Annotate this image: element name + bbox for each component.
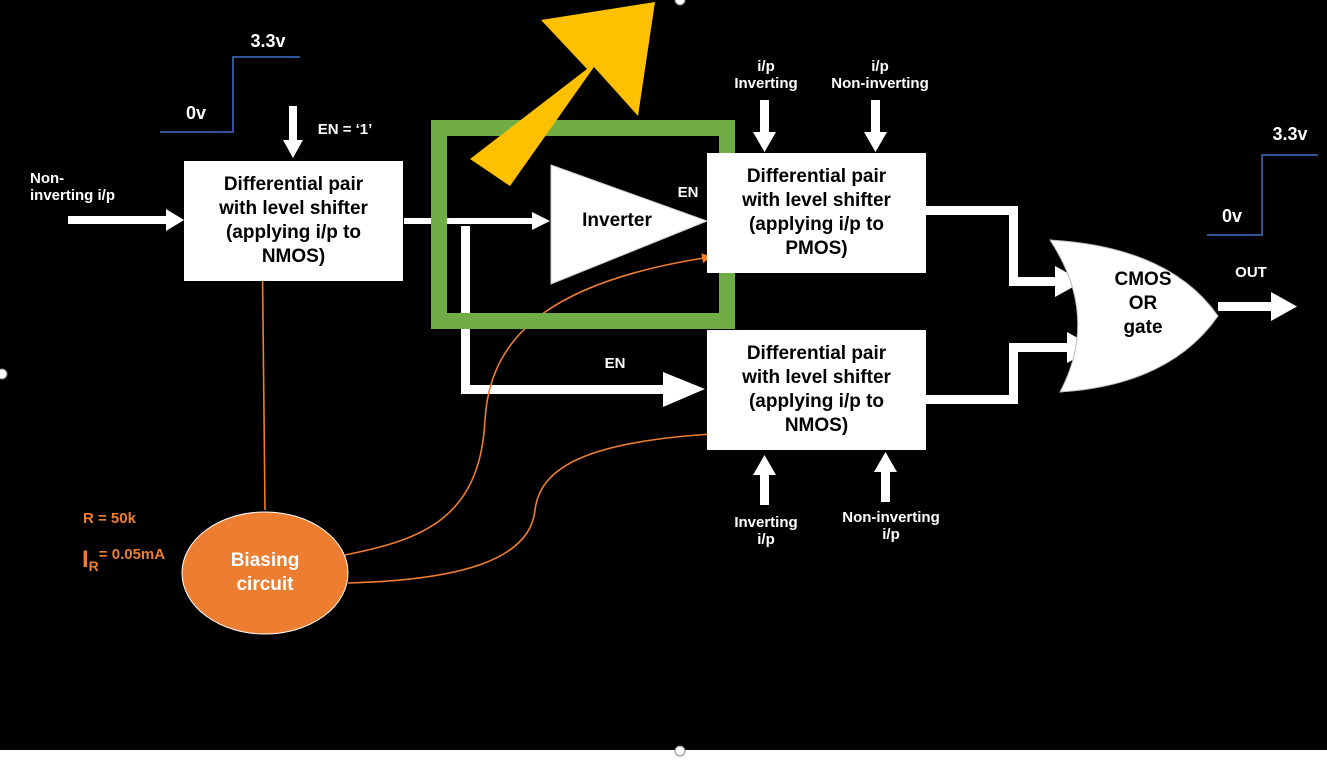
block-pmos-diff-pair: Differential pair with level shifter (ap…: [707, 153, 926, 273]
output-waveform-low-label: 0v: [1221, 206, 1243, 226]
branch-to-nmos-pair-arrow: [461, 226, 705, 407]
output-label: OUT: [1235, 264, 1267, 281]
inverter-en-label: EN: [677, 184, 699, 201]
nmos-inverting-input-arrow: [753, 455, 776, 505]
output-waveform-high-label: 3.3v: [1272, 124, 1308, 144]
selection-handle-icon[interactable]: [0, 368, 8, 380]
nmos-pair-to-or-arrow: [926, 332, 1095, 404]
bias-current-label: IR= 0.05mA: [82, 532, 202, 573]
bias-current-symbol: I: [82, 546, 89, 573]
input-step-waveform: [160, 56, 300, 133]
block-input-diff-pair-text: Differential pair with level shifter (ap…: [219, 174, 368, 267]
en-top-label: EN = ‘1’: [317, 121, 373, 138]
bias-wire-to-nmos-pair: [347, 428, 732, 584]
bias-resistor-label: R = 50k: [83, 510, 136, 527]
selection-handle-icon[interactable]: [674, 745, 686, 757]
pmos-inverting-input-arrow: [753, 100, 776, 152]
output-arrow: [1218, 292, 1297, 321]
nmos-noninverting-input-arrow: [874, 452, 897, 502]
bias-current-value: = 0.05mA: [98, 546, 166, 563]
or-gate-shape: [1049, 239, 1219, 393]
en-lower-label: EN: [604, 355, 626, 372]
biasing-circuit-ellipse: [181, 511, 349, 635]
input-waveform-low-label: 0v: [185, 103, 207, 123]
input-arrow: [68, 209, 184, 231]
block-nmos-diff-pair: Differential pair with level shifter (ap…: [707, 330, 926, 450]
pmos-noninverting-input-label: i/p Non-inverting: [831, 58, 929, 93]
bias-current-subscript: R: [88, 558, 99, 575]
inverter-label: Inverter: [582, 210, 652, 231]
bias-wire-to-pmos-pair: [344, 253, 712, 556]
or-gate-label: CMOS OR gate: [1114, 269, 1172, 338]
input-waveform-high-label: 3.3v: [250, 31, 286, 51]
output-step-waveform: [1207, 154, 1318, 236]
nmos-noninverting-input-label: Non-inverting i/p: [842, 509, 940, 544]
block1-to-inverter-arrow: [404, 212, 550, 230]
pmos-pair-to-or-arrow: [926, 206, 1083, 297]
pmos-inverting-input-label: i/p Inverting: [734, 58, 798, 93]
biasing-circuit-label: Biasing circuit: [230, 550, 300, 595]
inverter-triangle: [550, 164, 709, 285]
selection-handle-icon[interactable]: [674, 0, 686, 6]
yellow-arrow-icon: [470, 2, 655, 186]
block-nmos-diff-pair-text: Differential pair with level shifter (ap…: [742, 343, 891, 436]
en-down-arrow: [283, 106, 303, 158]
block-input-diff-pair: Differential pair with level shifter (ap…: [184, 161, 403, 281]
pmos-noninverting-input-arrow: [864, 100, 887, 152]
block-pmos-diff-pair-text: Differential pair with level shifter (ap…: [742, 166, 891, 259]
input-left-label: Non- inverting i/p: [30, 170, 116, 205]
nmos-inverting-input-label: Inverting i/p: [734, 514, 798, 549]
